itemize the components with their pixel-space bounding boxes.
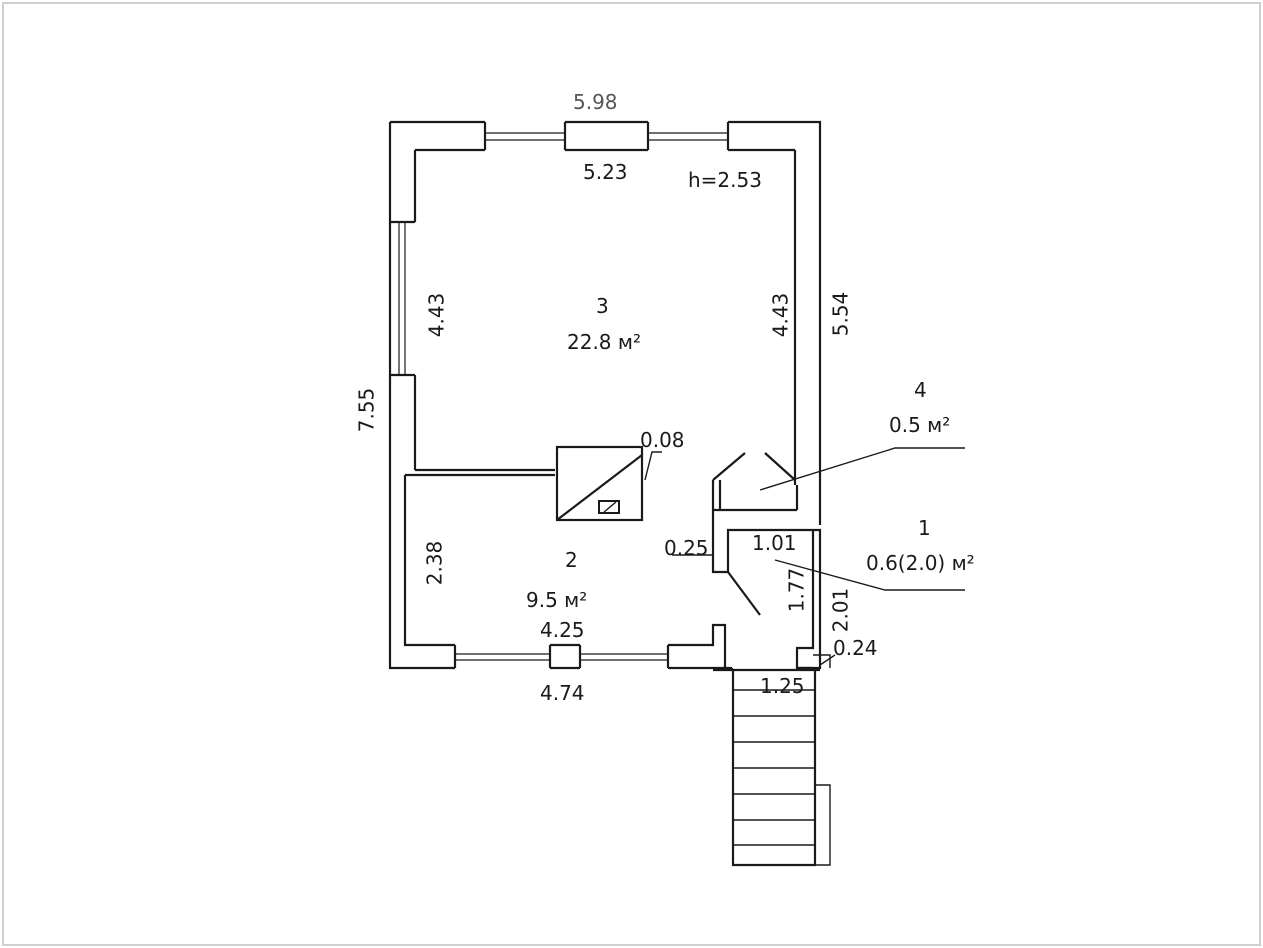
dim-stairs-width: 1.25 <box>760 674 805 698</box>
dim-top-outer: 5.98 <box>573 90 618 114</box>
dim-room1-width: 1.01 <box>752 531 797 555</box>
dim-room3-left: 4.43 <box>424 292 449 338</box>
dim-left-outer: 7.55 <box>354 387 379 433</box>
partition-3-2 <box>405 468 555 477</box>
dim-top-inner: 5.23 <box>583 160 628 184</box>
dim-room3-right: 4.43 <box>768 292 793 338</box>
ceiling-height: h=2.53 <box>688 168 762 192</box>
room2-walls <box>403 475 727 668</box>
dim-room2-bottom: 4.25 <box>540 618 585 642</box>
left-wall <box>390 150 417 470</box>
dim-chimney: 0.08 <box>640 428 685 452</box>
vestibule-walls <box>711 485 822 670</box>
dim-bottom-outer: 4.74 <box>540 681 585 705</box>
room-1-area: 0.6(2.0) м² <box>866 551 975 575</box>
room-3-area: 22.8 м² <box>567 330 641 354</box>
porch <box>713 666 820 672</box>
dim-right-outer: 5.54 <box>828 291 853 337</box>
dim-room2-left: 2.38 <box>422 540 447 586</box>
room-3-number: 3 <box>596 294 609 318</box>
room-1-number: 1 <box>918 516 931 540</box>
room-2-area: 9.5 м² <box>526 588 588 612</box>
room-2-number: 2 <box>565 548 578 572</box>
dim-porch-024: 0.24 <box>833 636 878 660</box>
room-4-area: 0.5 м² <box>889 413 951 437</box>
room4-walls <box>711 452 796 510</box>
dim-wall-025: 0.25 <box>664 536 709 560</box>
stove <box>555 445 644 522</box>
outer-wall <box>388 120 822 670</box>
dim-room1-height: 1.77 <box>784 567 809 613</box>
room-4-number: 4 <box>914 378 927 402</box>
dim-porch-201: 2.01 <box>828 587 853 633</box>
